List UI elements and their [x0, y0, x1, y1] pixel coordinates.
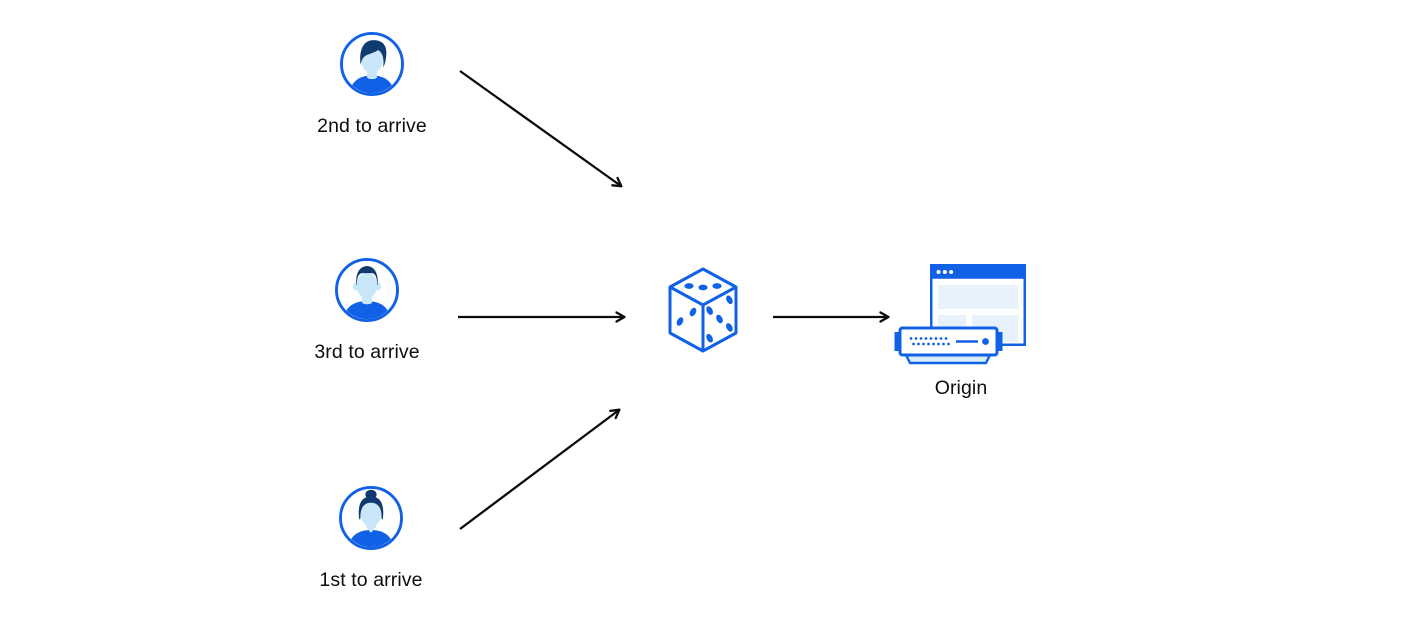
visitor-label-third: 3rd to arrive — [314, 341, 420, 363]
avatar-man-flattop-icon — [334, 257, 400, 323]
arrow-second-to-dice — [459, 70, 623, 188]
visitor-node-second: 2nd to arrive — [302, 31, 442, 137]
avatar-man-swoop-icon — [339, 31, 405, 97]
server-appliance-icon — [894, 326, 1003, 365]
visitor-node-first: 1st to arrive — [301, 485, 441, 591]
visitor-node-third: 3rd to arrive — [297, 257, 437, 363]
avatar-woman-bun-icon — [338, 485, 404, 551]
dice-node — [665, 266, 741, 354]
origin-server-icon — [893, 263, 1029, 367]
origin-node: Origin — [893, 263, 1029, 399]
arrow-first-to-dice — [459, 408, 621, 530]
origin-label: Origin — [934, 377, 988, 399]
visitor-label-second: 2nd to arrive — [317, 115, 427, 137]
visitor-label-first: 1st to arrive — [319, 569, 423, 591]
dice-icon — [665, 266, 741, 359]
